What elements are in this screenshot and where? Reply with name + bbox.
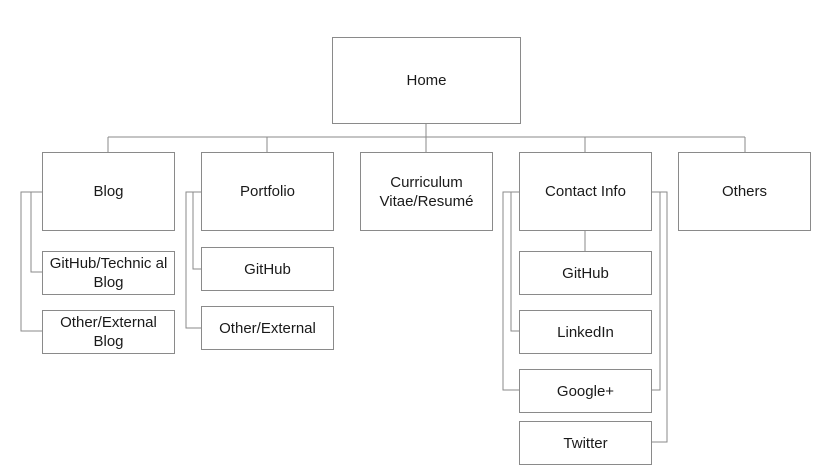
node-home: Home (332, 37, 521, 124)
node-blog: Blog (42, 152, 175, 231)
node-contact-twitter: Twitter (519, 421, 652, 465)
node-home-label: Home (406, 72, 447, 89)
node-portfolio-github: GitHub (201, 247, 334, 291)
node-portfolio: Portfolio (201, 152, 334, 231)
connector-contact-child-4 (652, 191, 661, 391)
node-contact-google-plus-label: Google+ (556, 382, 615, 400)
node-curriculum-vitae-label: Curriculum Vitae/Resumé (379, 173, 474, 210)
node-blog-other-external: Other/External Blog (42, 310, 175, 354)
node-portfolio-other-external: Other/External (201, 306, 334, 350)
node-portfolio-other-external-label: Other/External (219, 319, 316, 337)
node-portfolio-label: Portfolio (239, 183, 296, 200)
node-curriculum-vitae: Curriculum Vitae/Resumé (360, 152, 493, 231)
connector-contact-child-3 (502, 191, 519, 391)
node-blog-label: Blog (93, 183, 124, 200)
connector-contact-child-5 (652, 191, 668, 443)
node-blog-github-technical: GitHub/Technic al Blog (42, 251, 175, 295)
connector-portfolio-child-1 (192, 191, 201, 270)
node-others-label: Others (721, 183, 767, 200)
node-contact-google-plus: Google+ (519, 369, 652, 413)
node-others: Others (678, 152, 811, 231)
connector-blog-child-1 (30, 191, 42, 273)
node-contact-info-label: Contact Info (545, 183, 626, 200)
node-contact-github: GitHub (519, 251, 652, 295)
node-contact-linkedin: LinkedIn (519, 310, 652, 354)
node-contact-linkedin-label: LinkedIn (557, 323, 614, 341)
node-contact-info: Contact Info (519, 152, 652, 231)
connector-blog-child-2 (20, 191, 42, 332)
connector-portfolio-child-2 (185, 191, 201, 329)
node-portfolio-github-label: GitHub (244, 260, 291, 278)
connector-contact-child-2 (510, 191, 519, 332)
node-blog-github-technical-label: GitHub/Technic al Blog (49, 255, 168, 291)
node-contact-twitter-label: Twitter (563, 434, 608, 452)
node-blog-other-external-label: Other/External Blog (60, 314, 157, 350)
node-contact-github-label: GitHub (562, 264, 609, 282)
